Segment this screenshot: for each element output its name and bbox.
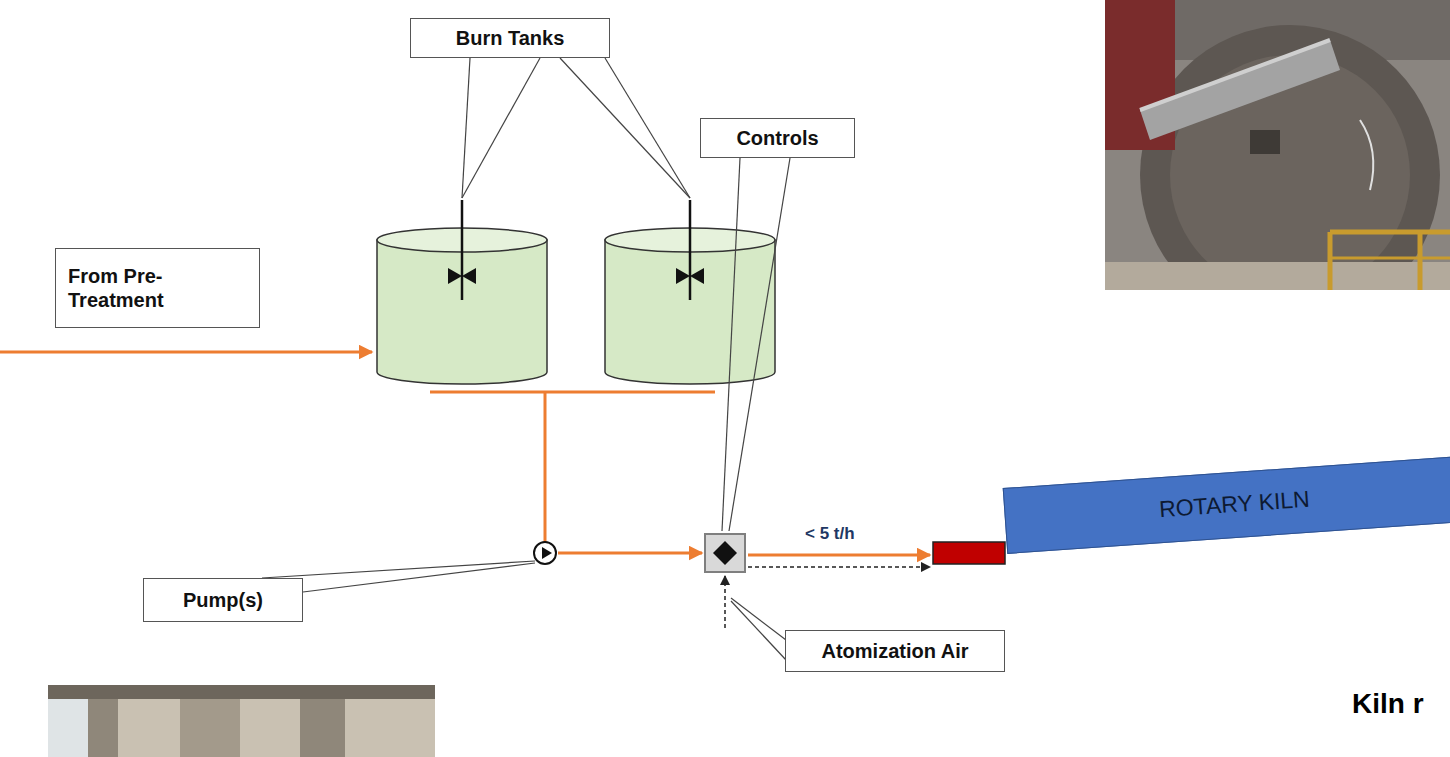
callout-box: Pump(s) — [143, 578, 303, 622]
burn-tank — [605, 200, 775, 384]
callout-box: Burn Tanks — [410, 18, 610, 58]
callout-box: Atomization Air — [785, 630, 1005, 672]
burner-photo — [1105, 0, 1450, 290]
pump-symbol — [534, 542, 556, 564]
flow-rate: < 5 t/h — [805, 524, 855, 544]
box-label: Pump(s) — [183, 588, 263, 612]
box-label: ROTARY KILN — [1158, 486, 1310, 524]
air-line — [725, 567, 930, 628]
kiln-body: ROTARY KILN — [1003, 456, 1450, 554]
box-label: Burn Tanks — [456, 26, 565, 50]
callout-box: Controls — [700, 118, 855, 158]
callout-box: From Pre- Treatment — [55, 248, 260, 328]
plant-photo — [48, 685, 435, 757]
box-label: Controls — [736, 126, 818, 150]
photo-caption: Kiln r — [1352, 688, 1424, 720]
flow-line — [0, 352, 930, 555]
burner-pipe — [933, 542, 1005, 564]
burn-tank — [377, 200, 547, 384]
box-label: From Pre- Treatment — [68, 264, 188, 312]
control-valve — [705, 534, 745, 572]
box-label: Atomization Air — [821, 639, 968, 663]
